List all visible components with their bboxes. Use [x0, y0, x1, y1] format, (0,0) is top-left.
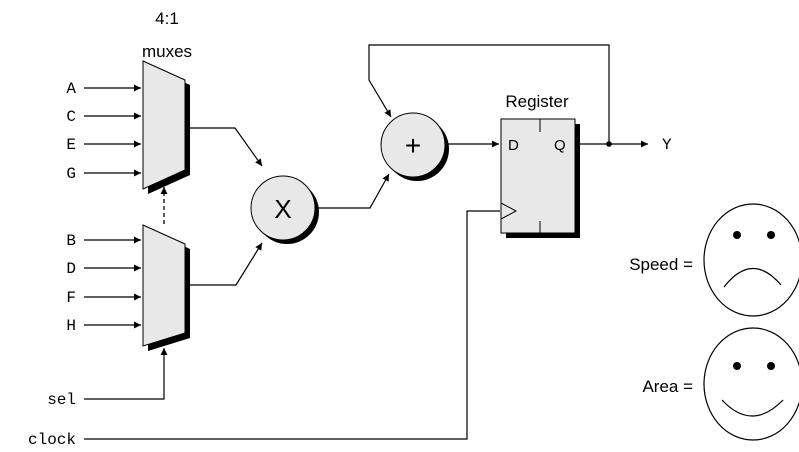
- multiplier: X: [250, 175, 319, 244]
- adder-symbol: +: [405, 130, 421, 161]
- input-label-b: B: [66, 232, 76, 250]
- clock-wire: [84, 210, 500, 440]
- input-label-a: A: [66, 80, 76, 98]
- top-mux: [142, 60, 190, 194]
- clock-label: clock: [28, 431, 76, 449]
- mux-caption-line2: muxes: [142, 42, 192, 61]
- top-mux-to-multiplier: [185, 127, 263, 167]
- bottom-mux-inputs: B D F H: [66, 232, 141, 335]
- input-label-f: F: [66, 289, 76, 307]
- input-label-h: H: [66, 317, 76, 335]
- input-label-c: C: [66, 108, 76, 126]
- bottom-mux: [142, 224, 190, 351]
- bottom-mux-to-multiplier: [185, 242, 263, 286]
- multiplier-to-adder: [315, 173, 390, 209]
- adder: +: [380, 112, 449, 181]
- sel-label: sel: [47, 391, 76, 409]
- input-label-g: G: [66, 165, 76, 183]
- happy-face-icon: [703, 327, 799, 441]
- input-label-e: E: [66, 136, 76, 154]
- register: Register D Q: [500, 92, 580, 238]
- register-title: Register: [505, 92, 569, 111]
- register-q-port: Q: [554, 137, 566, 154]
- register-d-port: D: [508, 137, 519, 154]
- area-label: Area =: [642, 377, 693, 396]
- input-label-d: D: [66, 260, 76, 278]
- feedback-wire: [368, 44, 610, 144]
- speed-label: Speed =: [629, 255, 693, 274]
- sel-wire: [84, 348, 168, 400]
- mux-caption-line1: 4:1: [155, 9, 179, 28]
- output-label-y: Y: [662, 136, 672, 154]
- sad-face-icon: [703, 203, 799, 317]
- multiplier-symbol: X: [274, 194, 291, 224]
- top-mux-inputs: A C E G: [66, 80, 141, 183]
